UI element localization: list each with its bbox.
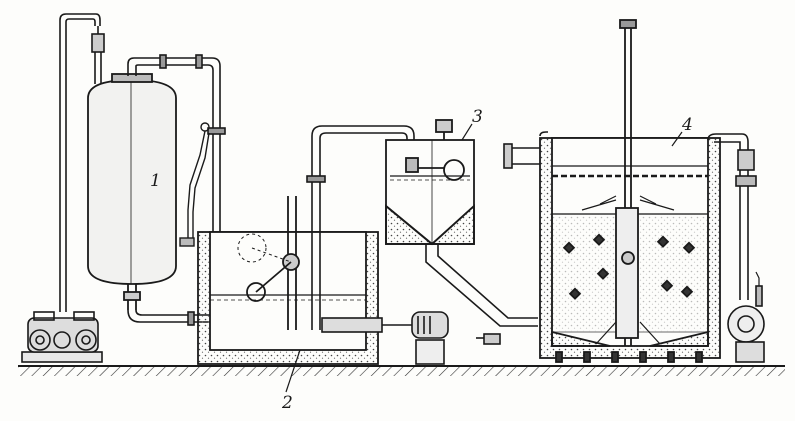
vessel-1 bbox=[87, 73, 177, 310]
gauge-line bbox=[179, 122, 210, 247]
fan-unit bbox=[727, 271, 765, 363]
label-2: 2 bbox=[281, 393, 293, 413]
label-3: 3 bbox=[472, 107, 483, 127]
label-4: 4 bbox=[681, 115, 693, 135]
pump-unit bbox=[21, 311, 103, 363]
inclined-pipe bbox=[425, 244, 538, 345]
transfer-pipe bbox=[306, 125, 415, 330]
tank-4 bbox=[539, 19, 721, 363]
tank-3 bbox=[385, 119, 475, 246]
outlet-pipe-right bbox=[707, 133, 757, 300]
vent-valve bbox=[91, 26, 105, 84]
ground bbox=[18, 365, 785, 376]
tank-2 bbox=[197, 196, 379, 365]
label-1: 1 bbox=[150, 171, 161, 191]
overflow-pipe-left bbox=[503, 131, 548, 169]
motor bbox=[321, 311, 449, 365]
labels: 1 2 3 4 bbox=[150, 107, 693, 413]
overhead-pipe bbox=[127, 54, 226, 330]
riser-pipe bbox=[59, 13, 101, 312]
